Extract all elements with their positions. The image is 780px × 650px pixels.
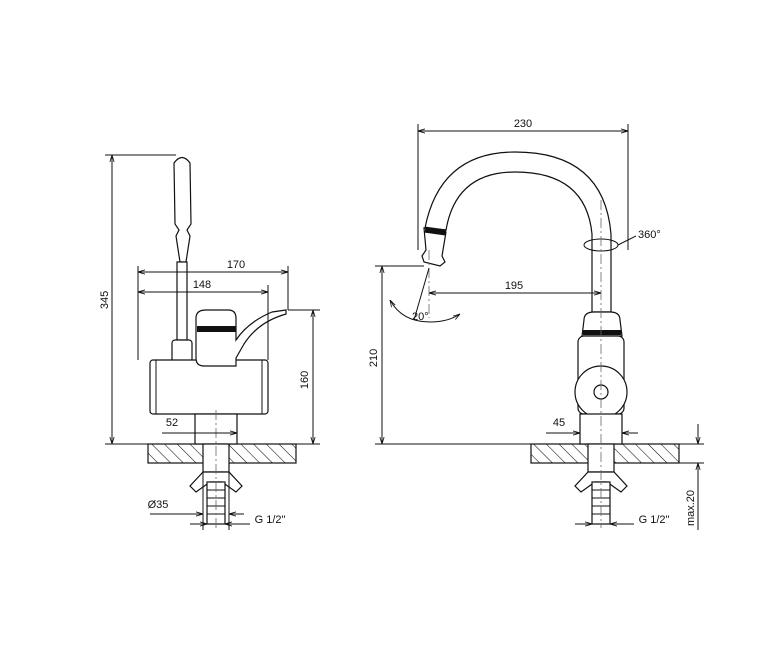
lever-collar — [171, 339, 193, 363]
head-band — [197, 326, 236, 332]
side-view: 345 170 148 160 52 Ø35 G 1/2" — [99, 154, 320, 530]
dim-max-thickness: max.20 — [685, 490, 697, 526]
dim-spout-angle: 20° — [412, 311, 429, 323]
dim-body-width: 170 — [227, 259, 245, 271]
dim-overall-height: 345 — [99, 291, 111, 309]
dim-base-diameter: Ø35 — [148, 499, 169, 511]
dim-thread-left: G 1/2" — [255, 514, 286, 526]
dim-spout-reach: 195 — [505, 280, 523, 292]
dim-body-height: 160 — [299, 371, 311, 389]
spout-tip — [421, 227, 447, 267]
dim-shank-width: 45 — [553, 417, 565, 429]
dim-outlet-height: 210 — [368, 349, 380, 367]
front-view: 230 360° 195 20° 210 45 G 1/2" max.20 — [368, 118, 704, 530]
dim-thread-right: G 1/2" — [639, 514, 670, 526]
heater-body — [149, 359, 269, 415]
dim-base-width: 52 — [166, 417, 178, 429]
lever-rod — [176, 261, 188, 341]
dim-reach-width: 230 — [514, 118, 532, 130]
lever-handle — [173, 156, 192, 263]
dim-rotation: 360° — [638, 229, 661, 241]
dim-spout-length: 148 — [193, 279, 211, 291]
spout-head — [195, 309, 287, 367]
